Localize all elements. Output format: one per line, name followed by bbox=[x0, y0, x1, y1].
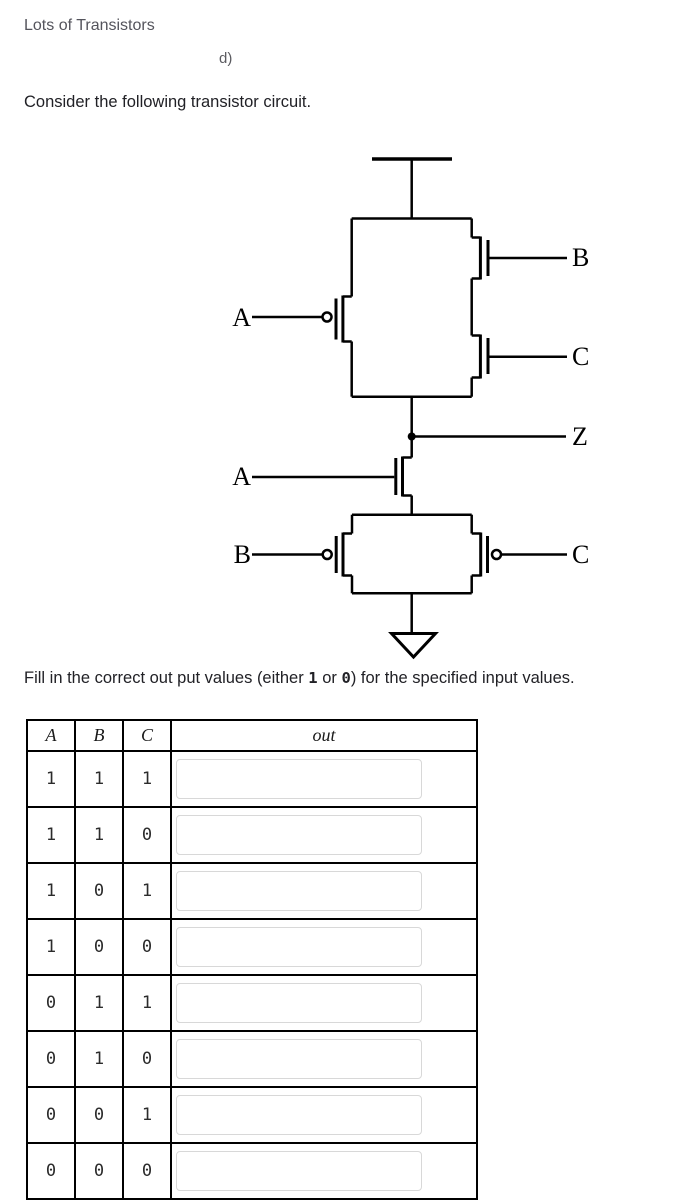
cell-out bbox=[170, 1086, 478, 1144]
circuit-label-z-output: Z bbox=[572, 422, 588, 451]
cell-c: 0 bbox=[122, 918, 172, 976]
out-input-row-8[interactable] bbox=[176, 1151, 422, 1191]
page-title: Lots of Transistors bbox=[24, 17, 155, 34]
cell-c: 0 bbox=[122, 806, 172, 864]
instruction-middle: or bbox=[317, 669, 342, 687]
out-input-row-6[interactable] bbox=[176, 1039, 422, 1079]
cell-a: 1 bbox=[26, 750, 76, 808]
cell-c: 0 bbox=[122, 1142, 172, 1200]
table-row: 1 0 0 bbox=[26, 918, 478, 976]
pullup-network-outline bbox=[350, 217, 473, 398]
out-input-row-5[interactable] bbox=[176, 983, 422, 1023]
table-row: 0 0 0 bbox=[26, 1142, 478, 1200]
part-label: d) bbox=[219, 50, 233, 67]
cell-a: 0 bbox=[26, 974, 76, 1032]
cell-c: 0 bbox=[122, 1030, 172, 1088]
circuit-label-c-pullup: C bbox=[572, 342, 589, 371]
instruction-prefix: Fill in the correct out put values (eith… bbox=[24, 669, 309, 687]
cell-c: 1 bbox=[122, 862, 172, 920]
instruction-one: 1 bbox=[308, 669, 318, 687]
intro-text: Consider the following transistor circui… bbox=[24, 93, 312, 111]
transistor-circuit-diagram: A B C Z A bbox=[232, 157, 589, 660]
circuit-label-b-pullup: B bbox=[572, 243, 589, 272]
vdd-rail-icon bbox=[372, 157, 452, 219]
header-a: A bbox=[26, 719, 76, 752]
out-input-row-1[interactable] bbox=[176, 759, 422, 799]
cell-b: 0 bbox=[74, 918, 124, 976]
cell-c: 1 bbox=[122, 750, 172, 808]
cell-out bbox=[170, 806, 478, 864]
instruction-suffix: ) for the specified input values. bbox=[350, 669, 575, 687]
cell-b: 1 bbox=[74, 1030, 124, 1088]
header-c: C bbox=[122, 719, 172, 752]
out-input-row-2[interactable] bbox=[176, 815, 422, 855]
nmos-transistor-a-middle-icon bbox=[252, 436, 413, 515]
cell-out bbox=[170, 974, 478, 1032]
cell-b: 0 bbox=[74, 1086, 124, 1144]
cell-a: 1 bbox=[26, 806, 76, 864]
cell-a: 0 bbox=[26, 1086, 76, 1144]
pmos-transistor-a-icon bbox=[252, 295, 352, 343]
table-row: 1 1 0 bbox=[26, 806, 478, 864]
cell-a: 1 bbox=[26, 862, 76, 920]
table-row: 0 1 0 bbox=[26, 1030, 478, 1088]
cell-b: 1 bbox=[74, 750, 124, 808]
cell-c: 1 bbox=[122, 1086, 172, 1144]
circuit-label-b-pulldown: B bbox=[234, 540, 251, 569]
table-row: 1 1 1 bbox=[26, 750, 478, 808]
circuit-label-a-middle: A bbox=[232, 462, 251, 491]
cell-b: 1 bbox=[74, 806, 124, 864]
nmos-transistor-c-pullup-icon bbox=[471, 334, 567, 379]
ground-symbol-icon bbox=[388, 593, 439, 660]
cell-b: 0 bbox=[74, 1142, 124, 1200]
cell-out bbox=[170, 1030, 478, 1088]
table-row: 0 1 1 bbox=[26, 974, 478, 1032]
pulldown-network-outline bbox=[350, 513, 473, 595]
header-b: B bbox=[74, 719, 124, 752]
pmos-transistor-b-pulldown-icon bbox=[252, 532, 352, 577]
table-header-row: A B C out bbox=[26, 719, 478, 752]
header-out: out bbox=[170, 719, 478, 752]
cell-out bbox=[170, 862, 478, 920]
table-row: 1 0 1 bbox=[26, 862, 478, 920]
cell-a: 1 bbox=[26, 918, 76, 976]
output-node-z-icon bbox=[407, 396, 566, 441]
instruction-zero: 0 bbox=[341, 669, 351, 687]
instruction-text: Fill in the correct out put values (eith… bbox=[24, 669, 575, 688]
circuit-label-c-pulldown: C bbox=[572, 540, 589, 569]
table-row: 0 0 1 bbox=[26, 1086, 478, 1144]
cell-out bbox=[170, 750, 478, 808]
cell-b: 0 bbox=[74, 862, 124, 920]
circuit-label-a-pullup: A bbox=[232, 303, 251, 332]
cell-c: 1 bbox=[122, 974, 172, 1032]
cell-b: 1 bbox=[74, 974, 124, 1032]
cell-a: 0 bbox=[26, 1142, 76, 1200]
cell-a: 0 bbox=[26, 1030, 76, 1088]
nmos-transistor-b-pullup-icon bbox=[471, 236, 567, 280]
out-input-row-4[interactable] bbox=[176, 927, 422, 967]
cell-out bbox=[170, 918, 478, 976]
out-input-row-3[interactable] bbox=[176, 871, 422, 911]
out-input-row-7[interactable] bbox=[176, 1095, 422, 1135]
pmos-transistor-c-pulldown-icon bbox=[471, 532, 567, 577]
truth-table: A B C out 1 1 1 1 1 0 1 0 1 1 0 0 bbox=[26, 719, 478, 1200]
cell-out bbox=[170, 1142, 478, 1200]
